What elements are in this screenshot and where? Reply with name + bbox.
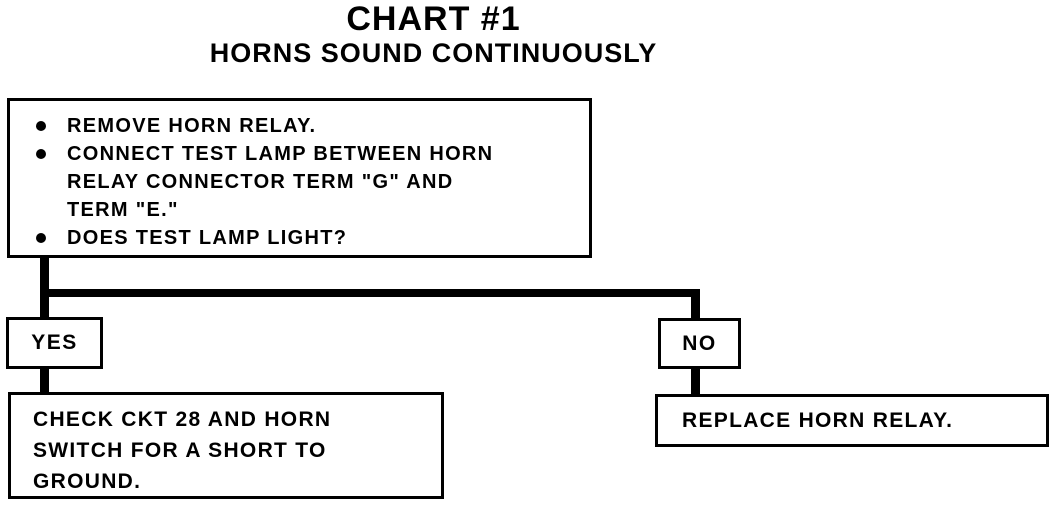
bullet-dot-icon xyxy=(36,121,46,131)
bullet-item: CONNECT TEST LAMP BETWEEN HORN RELAY CON… xyxy=(10,140,589,224)
yes-action-box: CHECK CKT 28 AND HORN SWITCH FOR A SHORT… xyxy=(8,392,444,499)
yes-label-box: YES xyxy=(6,317,103,369)
no-label-box: NO xyxy=(658,318,741,369)
connector-drop-right xyxy=(691,289,700,318)
yes-action-text: CHECK CKT 28 AND HORN SWITCH FOR A SHORT… xyxy=(33,408,332,493)
connector-horizontal-bar xyxy=(40,289,700,297)
bullet-item: DOES TEST LAMP LIGHT? xyxy=(10,224,589,252)
no-action-text: REPLACE HORN RELAY. xyxy=(682,408,954,432)
chart-title-block: CHART #1 HORNS SOUND CONTINUOUSLY xyxy=(0,0,867,68)
no-label: NO xyxy=(682,331,717,355)
chart-title: CHART #1 xyxy=(346,0,521,38)
bullet-item: REMOVE HORN RELAY. xyxy=(10,112,589,140)
yes-label: YES xyxy=(31,331,78,354)
connector-yes-stem xyxy=(40,366,49,394)
bullet-dot-icon xyxy=(36,233,46,243)
instruction-box: REMOVE HORN RELAY. CONNECT TEST LAMP BET… xyxy=(7,98,592,258)
bullet-text: DOES TEST LAMP LIGHT? xyxy=(67,227,348,249)
chart-subtitle: HORNS SOUND CONTINUOUSLY xyxy=(209,38,658,68)
no-action-box: REPLACE HORN RELAY. xyxy=(655,394,1049,447)
connector-no-stem xyxy=(691,366,700,396)
connector-stem-top xyxy=(40,256,49,317)
bullet-text: REMOVE HORN RELAY. xyxy=(67,115,317,137)
bullet-text: CONNECT TEST LAMP BETWEEN HORN RELAY CON… xyxy=(67,143,494,221)
bullet-dot-icon xyxy=(36,149,46,159)
